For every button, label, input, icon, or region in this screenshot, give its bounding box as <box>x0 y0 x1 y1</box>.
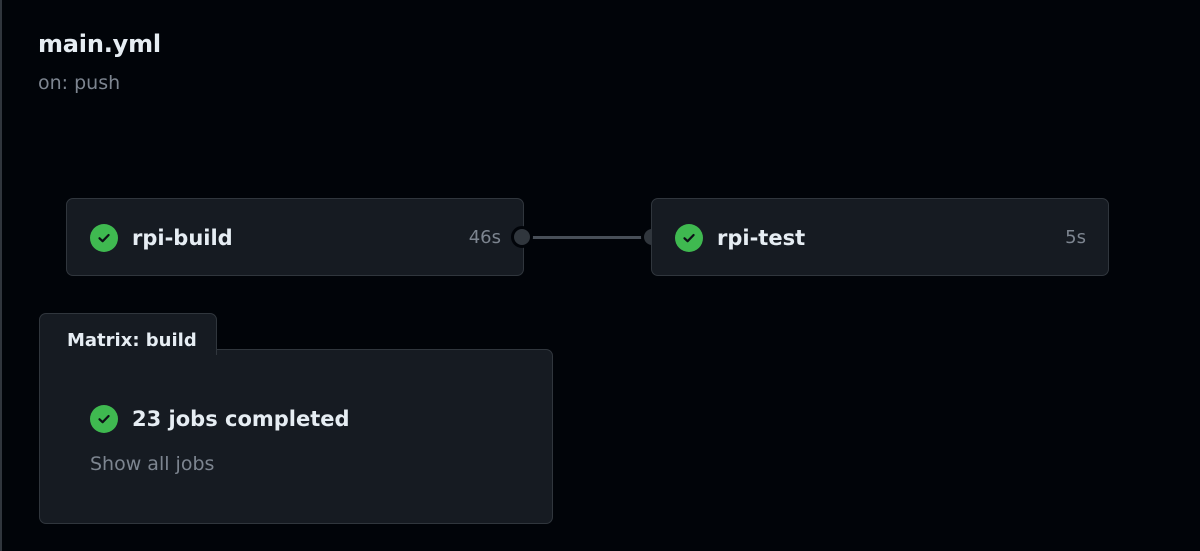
connector-out-dot <box>511 226 533 248</box>
check-circle-icon <box>90 405 118 433</box>
job-duration: 46s <box>468 227 501 248</box>
job-name: rpi-build <box>132 226 233 250</box>
job-connector-line <box>531 236 646 239</box>
show-all-jobs-link[interactable]: Show all jobs <box>90 453 215 475</box>
job-duration: 5s <box>1065 227 1086 248</box>
matrix-summary: 23 jobs completed <box>132 407 350 431</box>
check-circle-icon <box>675 224 703 252</box>
matrix-label: Matrix: build <box>67 330 197 351</box>
workflow-trigger: on: push <box>38 72 121 94</box>
matrix-tab-joint <box>40 347 216 353</box>
matrix-group: 23 jobs completed Show all jobs <box>39 349 553 524</box>
job-card-rpi-test[interactable]: rpi-test 5s <box>651 198 1109 276</box>
workflow-title: main.yml <box>38 30 161 58</box>
job-card-rpi-build[interactable]: rpi-build 46s <box>66 198 524 276</box>
check-circle-icon <box>90 224 118 252</box>
job-name: rpi-test <box>717 226 806 250</box>
